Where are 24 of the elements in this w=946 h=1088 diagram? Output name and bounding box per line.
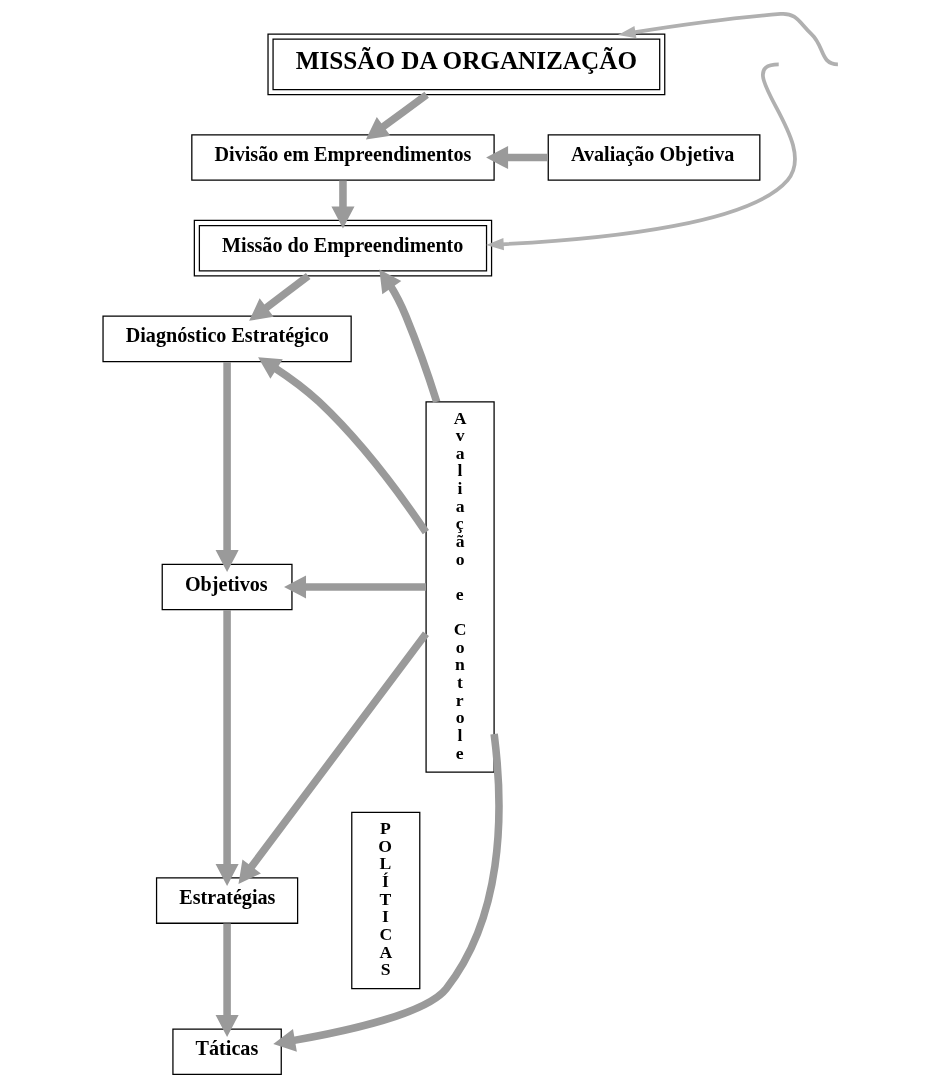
node-box: Missão do Empreendimento — [193, 219, 492, 277]
arrow — [248, 272, 310, 321]
arrow — [215, 610, 239, 887]
arrow — [257, 357, 429, 535]
arrow — [485, 145, 548, 170]
arrow — [215, 361, 239, 573]
arrow — [330, 180, 354, 229]
arrow — [378, 269, 440, 403]
node-box: Táticas — [171, 1028, 282, 1076]
node-box: Diagnóstico Estratégico — [101, 315, 352, 363]
node-box: Estratégias — [155, 877, 298, 924]
arrow — [365, 91, 429, 140]
node-box: POLÍTICAS — [350, 811, 420, 990]
node-box: Avaliação Objetiva — [547, 134, 760, 181]
arrow — [485, 62, 797, 251]
node-box: Divisão em Empreendimentos — [190, 134, 495, 181]
arrow — [215, 923, 239, 1037]
node-box: MISSÃO DA ORGANIZAÇÃO — [266, 33, 665, 96]
node-box: Avaliação e Controle — [424, 401, 495, 773]
node-box: Objetivos — [161, 563, 293, 611]
arrow — [237, 631, 429, 885]
arrow — [272, 733, 503, 1052]
arrow — [283, 575, 426, 599]
arrow — [617, 11, 838, 67]
